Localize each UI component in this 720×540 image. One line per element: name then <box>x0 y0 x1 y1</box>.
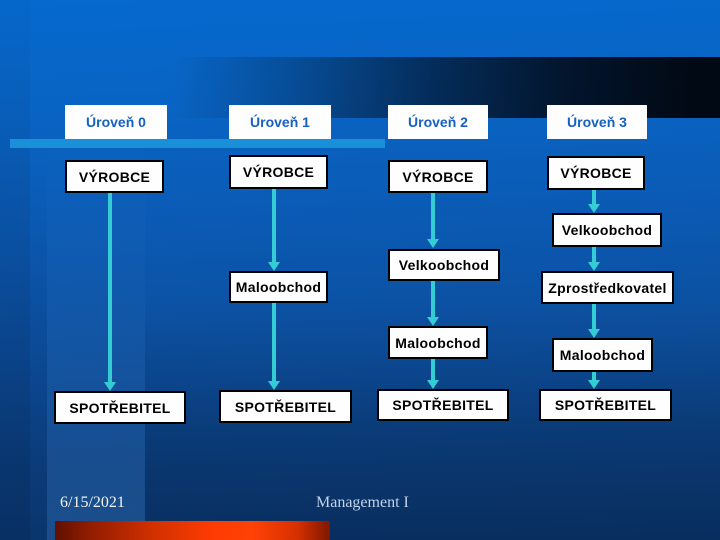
node-velkoobchod-l2: Velkoobchod <box>388 249 500 281</box>
arrow-down-icon <box>588 329 600 338</box>
arrow-down-icon <box>588 380 600 389</box>
connector-arrow-shaft <box>431 193 435 239</box>
arrow-down-icon <box>427 239 439 248</box>
left-mid-shade <box>30 0 47 540</box>
footer-course: Management I <box>316 494 409 511</box>
node-vyrobce-l3: VÝROBCE <box>547 156 645 190</box>
connector-arrow-shaft <box>431 359 435 380</box>
level-header-2: Úroveň 2 <box>388 105 488 139</box>
header-accent-strip <box>10 139 385 148</box>
arrow-down-icon <box>268 381 280 390</box>
connector-arrow-shaft <box>272 189 276 262</box>
connector-arrow-shaft <box>431 281 435 317</box>
node-vyrobce-l0: VÝROBCE <box>65 160 164 193</box>
node-spotrebitel-l0: SPOTŘEBITEL <box>54 391 186 424</box>
node-maloobchod-l2: Maloobchod <box>388 326 488 359</box>
node-maloobchod-l3: Maloobchod <box>552 338 653 372</box>
node-spotrebitel-l2: SPOTŘEBITEL <box>377 389 509 421</box>
level-header-0: Úroveň 0 <box>65 105 167 139</box>
left-edge-shade <box>0 0 30 540</box>
footer-date: 6/15/2021 <box>60 494 125 511</box>
node-maloobchod-l1: Maloobchod <box>229 271 328 303</box>
bottom-red-bar <box>55 521 330 540</box>
connector-arrow-shaft <box>272 303 276 381</box>
arrow-down-icon <box>588 204 600 213</box>
connector-arrow-shaft <box>592 372 596 380</box>
arrow-down-icon <box>588 262 600 271</box>
connector-arrow-shaft <box>592 247 596 262</box>
connector-arrow-shaft <box>592 190 596 204</box>
connector-arrow-shaft <box>108 193 112 382</box>
node-zprostredkovatel-l3: Zprostředkovatel <box>541 271 674 304</box>
level-header-1: Úroveň 1 <box>229 105 331 139</box>
node-vyrobce-l1: VÝROBCE <box>229 155 328 189</box>
level-header-3: Úroveň 3 <box>547 105 647 139</box>
node-spotrebitel-l3: SPOTŘEBITEL <box>539 389 672 421</box>
arrow-down-icon <box>104 382 116 391</box>
arrow-down-icon <box>427 317 439 326</box>
node-velkoobchod-l3: Velkoobchod <box>552 213 662 247</box>
node-spotrebitel-l1: SPOTŘEBITEL <box>219 390 352 423</box>
node-vyrobce-l2: VÝROBCE <box>388 160 488 193</box>
arrow-down-icon <box>427 380 439 389</box>
connector-arrow-shaft <box>592 304 596 329</box>
arrow-down-icon <box>268 262 280 271</box>
